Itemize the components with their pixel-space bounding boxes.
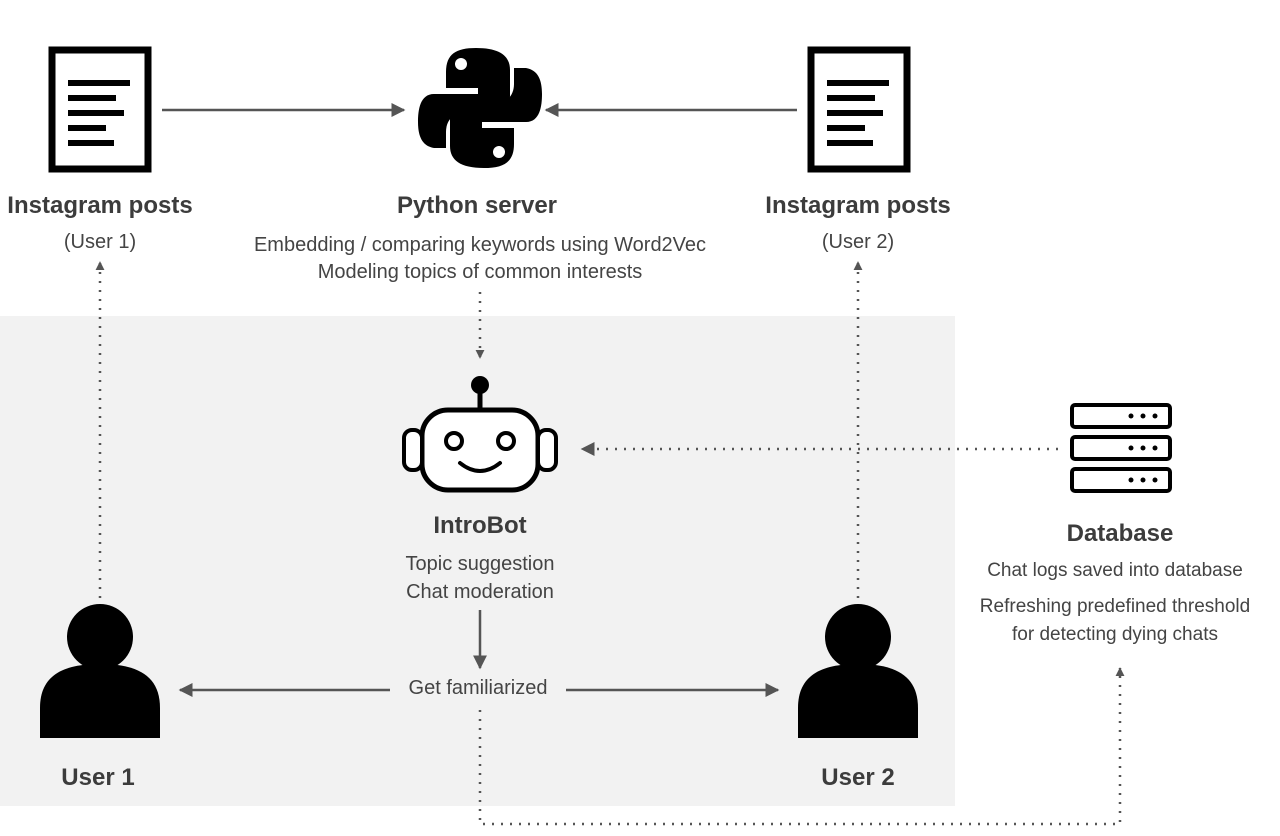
python-logo-icon [418, 48, 542, 168]
document-icon-right [807, 46, 911, 173]
database-line-3: for detecting dying chats [1012, 624, 1218, 645]
introbot-line-2: Chat moderation [406, 581, 554, 603]
robot-icon [402, 376, 558, 493]
python-server-line-1: Embedding / comparing keywords using Wor… [253, 234, 707, 256]
introbot-title: IntroBot [433, 512, 527, 539]
posts-user1-subtitle: (User 1) [63, 231, 137, 253]
posts-user1-title: Instagram posts [7, 192, 193, 219]
database-line-1: Chat logs saved into database [987, 560, 1243, 581]
python-server-line-2: Modeling topics of common interests [317, 261, 643, 283]
posts-user2-subtitle: (User 2) [821, 231, 895, 253]
user2-icon [798, 604, 918, 738]
document-icon-left [48, 46, 152, 173]
database-line-2: Refreshing predefined threshold [979, 596, 1251, 617]
get-familiarized-label: Get familiarized [392, 677, 564, 700]
introbot-line-1: Topic suggestion [405, 553, 555, 575]
user2-label: User 2 [821, 764, 895, 791]
user1-label: User 1 [61, 764, 135, 791]
database-server-icon [1070, 403, 1172, 493]
posts-user2-title: Instagram posts [765, 192, 951, 219]
database-title: Database [1066, 520, 1174, 547]
arrow-chat-to-database [478, 667, 1125, 826]
python-server-title: Python server [396, 192, 558, 219]
user1-icon [40, 604, 160, 738]
